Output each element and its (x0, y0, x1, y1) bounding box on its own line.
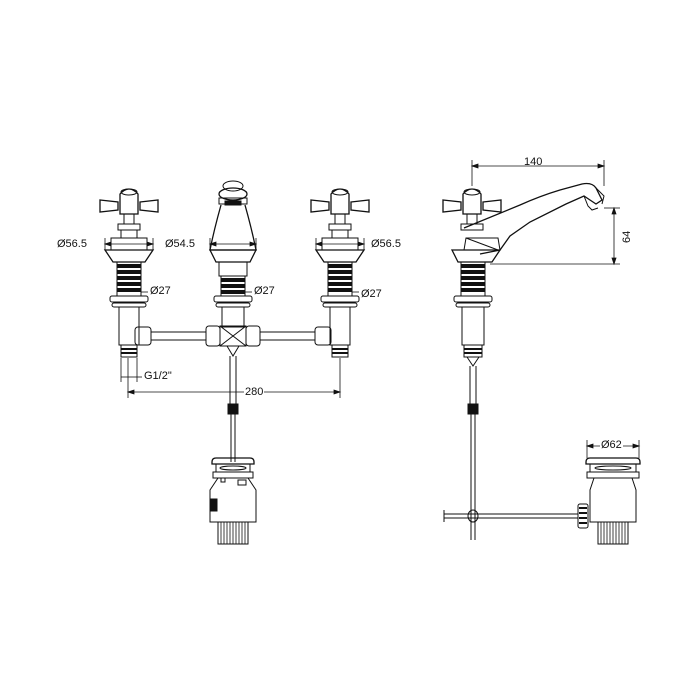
left-handle-diameter-label: Ø56.5 (56, 238, 88, 250)
connecting-pipes (134, 325, 332, 462)
center-shank-diameter-label: Ø27 (254, 285, 275, 297)
side-spout (450, 182, 605, 263)
thread-size-label: G1/2" (144, 370, 172, 382)
front-dimensions (103, 238, 366, 398)
centers-width-label: 280 (244, 386, 265, 398)
left-cross-handle (99, 188, 159, 358)
right-cross-handle (310, 188, 370, 358)
side-waste (577, 457, 641, 545)
spout-diameter-label: Ø54.5 (164, 238, 196, 250)
waste-diameter-label: Ø62 (600, 439, 623, 451)
side-handle (442, 188, 502, 231)
front-waste (209, 457, 257, 545)
side-view (442, 160, 641, 545)
spout-reach-label: 140 (524, 156, 543, 168)
right-shank-diameter-label: Ø27 (361, 288, 382, 300)
center-spout (208, 180, 258, 328)
front-view (99, 180, 370, 545)
left-shank-diameter-label: Ø27 (150, 285, 171, 297)
spout-height-label: 64 (621, 230, 633, 243)
side-dimensions (470, 160, 641, 458)
right-handle-diameter-label: Ø56.5 (370, 238, 402, 250)
side-body (443, 261, 578, 540)
